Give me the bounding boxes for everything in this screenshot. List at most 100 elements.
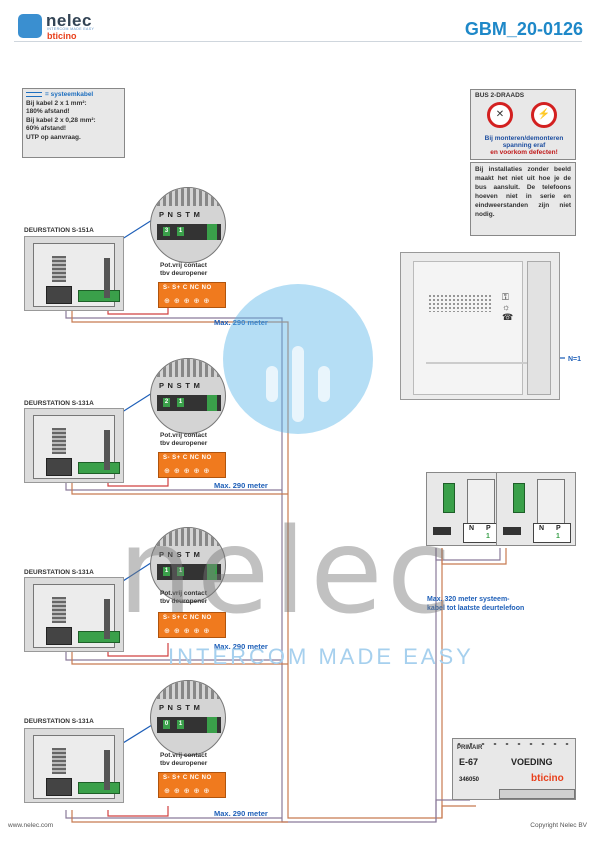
psu-brand: bticino bbox=[531, 773, 564, 784]
relay-terminals: S- S+ C NC NO bbox=[163, 615, 212, 621]
no-voltage-icon: ⚡ bbox=[531, 102, 557, 128]
address-value: 1 bbox=[486, 533, 490, 540]
relay-label: Pot.vrij contact tbv deuropener bbox=[160, 752, 207, 768]
door-station-panel bbox=[24, 236, 124, 311]
max-320-label: Max. 320 meter systeem- kabel tot laatst… bbox=[427, 595, 524, 613]
warning-line-2: spanning eraf bbox=[502, 142, 546, 149]
header-divider bbox=[14, 41, 582, 42]
switch-value: 0 bbox=[163, 720, 170, 729]
max-320-line: kabel tot laatste deurtelefoon bbox=[427, 605, 525, 612]
relay-label-line: Pot.vrij contact bbox=[160, 752, 207, 759]
psu-name: VOEDING bbox=[511, 757, 553, 767]
max-distance-label: Max. 290 meter bbox=[214, 642, 268, 651]
indoor-monitor: ⚿☼☎ bbox=[400, 252, 560, 400]
station-label: DEURSTATION S-131A bbox=[24, 400, 94, 407]
terminal-zoom-circle: P N S T M 1 1 bbox=[150, 527, 226, 603]
cable-note-line: 180% afstand! bbox=[26, 108, 70, 115]
switch-value: 3 bbox=[163, 227, 170, 236]
relay-terminals: S- S+ C NC NO bbox=[163, 775, 212, 781]
address-n: N bbox=[469, 525, 475, 532]
switch-value: 1 bbox=[177, 398, 184, 407]
logo-name: nelec bbox=[46, 11, 92, 30]
terminal-zoom-circle: P N S T M 3 1 bbox=[150, 187, 226, 263]
relay-terminal-block: S- S+ C NC NO ⊕⊕⊕⊕⊕ bbox=[158, 612, 226, 638]
station-label: DEURSTATION S-151A bbox=[24, 227, 94, 234]
terminal-screws-icon: ⊕⊕⊕⊕⊕ bbox=[164, 628, 214, 635]
cable-note-line: Bij kabel 2 x 0,28 mm²: bbox=[26, 116, 96, 124]
relay-label-line: Pot.vrij contact bbox=[160, 590, 207, 597]
relay-label-line: tbv deuropener bbox=[160, 760, 208, 767]
handset bbox=[527, 261, 551, 395]
nelec-logo-icon bbox=[18, 14, 42, 38]
monitor-buttons-icon: ⚿☼☎ bbox=[502, 292, 514, 322]
terminal-letters: P N S T M bbox=[159, 550, 201, 559]
relay-label: Pot.vrij contact tbv deuropener bbox=[160, 262, 207, 278]
power-supply: PRIMAIR E-67 VOEDING 346050 bticino bbox=[452, 738, 576, 800]
relay-terminals: S- S+ C NC NO bbox=[163, 455, 212, 461]
switch-value: 1 bbox=[163, 567, 170, 576]
intercom-phone: N P 1 bbox=[426, 472, 506, 546]
watermark-logo-bar bbox=[318, 366, 330, 402]
relay-label-line: tbv deuropener bbox=[160, 440, 208, 447]
terminal-strip-icon bbox=[443, 483, 455, 513]
logo-tagline: INTERCOM MADE EASY bbox=[47, 27, 95, 31]
cable-note-line: Bij kabel 2 x 1 mm²: bbox=[26, 99, 87, 107]
intercom-phone: N P 1 bbox=[496, 472, 576, 546]
watermark-word: nelec bbox=[118, 502, 456, 640]
handset-icon bbox=[467, 479, 495, 525]
psu-primair: PRIMAIR bbox=[457, 745, 483, 751]
switch-icon bbox=[503, 527, 521, 535]
terminal-letters: P N S T M bbox=[159, 210, 201, 219]
cable-legend: = systeemkabel bbox=[45, 91, 94, 98]
watermark-logo-bar bbox=[266, 366, 278, 402]
relay-label: Pot.vrij contact tbv deuropener bbox=[160, 590, 207, 606]
footer-copyright: Copyright Nelec BV bbox=[530, 822, 587, 829]
terminal-screws-icon: ⊕⊕⊕⊕⊕ bbox=[164, 468, 214, 475]
warning-text: Bij monteren/demonteren spanning eraf en… bbox=[473, 135, 575, 156]
terminal-letters: P N S T M bbox=[159, 703, 201, 712]
switch-value: 1 bbox=[177, 567, 184, 576]
address-p: P bbox=[486, 525, 491, 532]
footer-website: www.nelec.com bbox=[8, 822, 54, 829]
terminal-screws-icon bbox=[453, 739, 575, 749]
address-table: N P 1 bbox=[463, 523, 501, 543]
handset-icon bbox=[537, 479, 565, 525]
psu-code: 346050 bbox=[459, 777, 480, 783]
door-station-panel bbox=[24, 408, 124, 483]
cable-legend-icon bbox=[26, 91, 42, 97]
address-table: N P 1 bbox=[533, 523, 571, 543]
warning-line-3: en voorkom defecten! bbox=[490, 149, 558, 156]
relay-label-line: Pot.vrij contact bbox=[160, 262, 207, 269]
logo-brand: bticino bbox=[47, 31, 77, 41]
monitor-address-label: N=1 bbox=[568, 356, 582, 363]
warning-line-1: Bij monteren/demonteren bbox=[484, 135, 564, 142]
warning-title: BUS 2-DRAADS bbox=[475, 92, 525, 99]
terminal-letters: P N S T M bbox=[159, 381, 201, 390]
address-p: P bbox=[556, 525, 561, 532]
station-label: DEURSTATION S-131A bbox=[24, 569, 94, 576]
switch-icon bbox=[433, 527, 451, 535]
switch-value: 1 bbox=[177, 227, 184, 236]
psu-model: E-67 bbox=[459, 757, 479, 767]
relay-label: Pot.vrij contact tbv deuropener bbox=[160, 432, 207, 448]
document-code: GBM_20-0126 bbox=[464, 19, 583, 39]
relay-terminal-block: S- S+ C NC NO ⊕⊕⊕⊕⊕ bbox=[158, 282, 226, 308]
speaker-grille-icon bbox=[428, 294, 492, 312]
watermark-logo-bar bbox=[292, 346, 304, 422]
no-screwdriver-icon: ✕ bbox=[487, 102, 513, 128]
max-distance-label: Max. 290 meter bbox=[214, 809, 268, 818]
door-station-panel bbox=[24, 577, 124, 652]
door-station-panel bbox=[24, 728, 124, 803]
terminal-screws-icon: ⊕⊕⊕⊕⊕ bbox=[164, 788, 214, 795]
address-n: N bbox=[539, 525, 545, 532]
terminal-zoom-circle: P N S T M 2 1 bbox=[150, 358, 226, 434]
cable-note-line: 60% afstand! bbox=[26, 125, 67, 132]
relay-terminal-block: S- S+ C NC NO ⊕⊕⊕⊕⊕ bbox=[158, 452, 226, 478]
terminal-zoom-circle: P N S T M 0 1 bbox=[150, 680, 226, 756]
switch-value: 1 bbox=[177, 720, 184, 729]
relay-label-line: Pot.vrij contact bbox=[160, 432, 207, 439]
station-label: DEURSTATION S-131A bbox=[24, 718, 94, 725]
max-distance-label: Max. 290 meter bbox=[214, 318, 268, 327]
switch-value: 2 bbox=[163, 398, 170, 407]
max-distance-label: Max. 290 meter bbox=[214, 481, 268, 490]
